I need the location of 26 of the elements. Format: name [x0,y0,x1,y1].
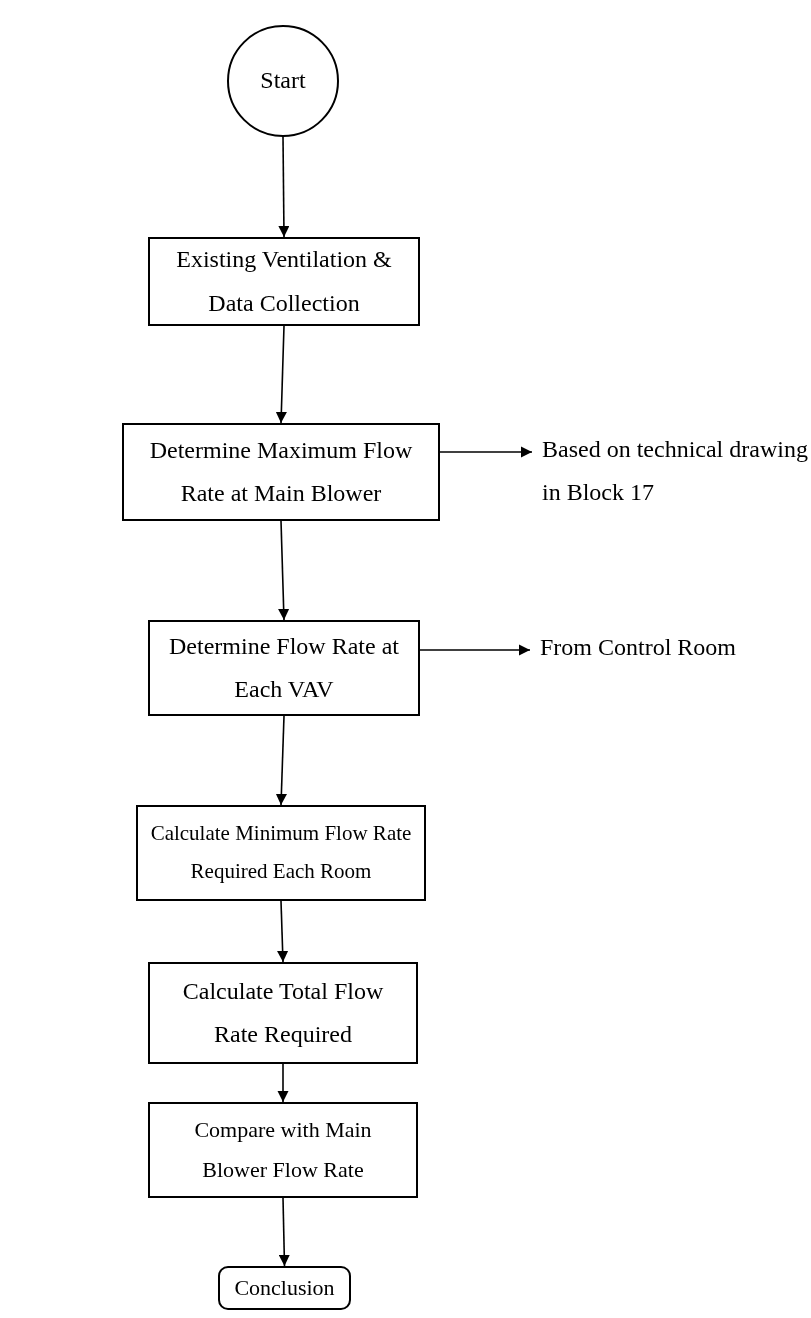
process-box [122,423,440,521]
arrow [439,446,533,458]
node-label: Determine Maximum Flow Rate at Main Blower [148,435,414,508]
arrow [277,1063,289,1103]
node-label: Based on technical drawing in Block 17 [542,435,808,508]
arrow [278,136,290,238]
node-label: Conclusion [234,1274,335,1303]
node-label: Compare with Main Blower Flow Rate [193,1116,373,1184]
node-label: Existing Ventilation & Data Collection [175,245,393,318]
process-box [148,962,418,1064]
arrow [278,520,290,621]
arrow [277,900,289,963]
process-box [136,805,426,901]
arrow [419,644,531,656]
node-label: Calculate Minimum Flow Rate Required Each Room [149,820,413,885]
process-box [148,620,420,716]
node-label: Start [260,66,306,96]
arrow [278,1197,290,1267]
arrow [275,325,287,424]
node-label: From Control Room [540,633,737,662]
process-box [148,237,420,326]
arrow [275,715,287,806]
node-label: Determine Flow Rate at Each VAV [168,631,400,704]
node-label: Calculate Total Flow Rate Required [181,976,385,1049]
process-box [148,1102,418,1198]
terminal-box [218,1266,351,1310]
